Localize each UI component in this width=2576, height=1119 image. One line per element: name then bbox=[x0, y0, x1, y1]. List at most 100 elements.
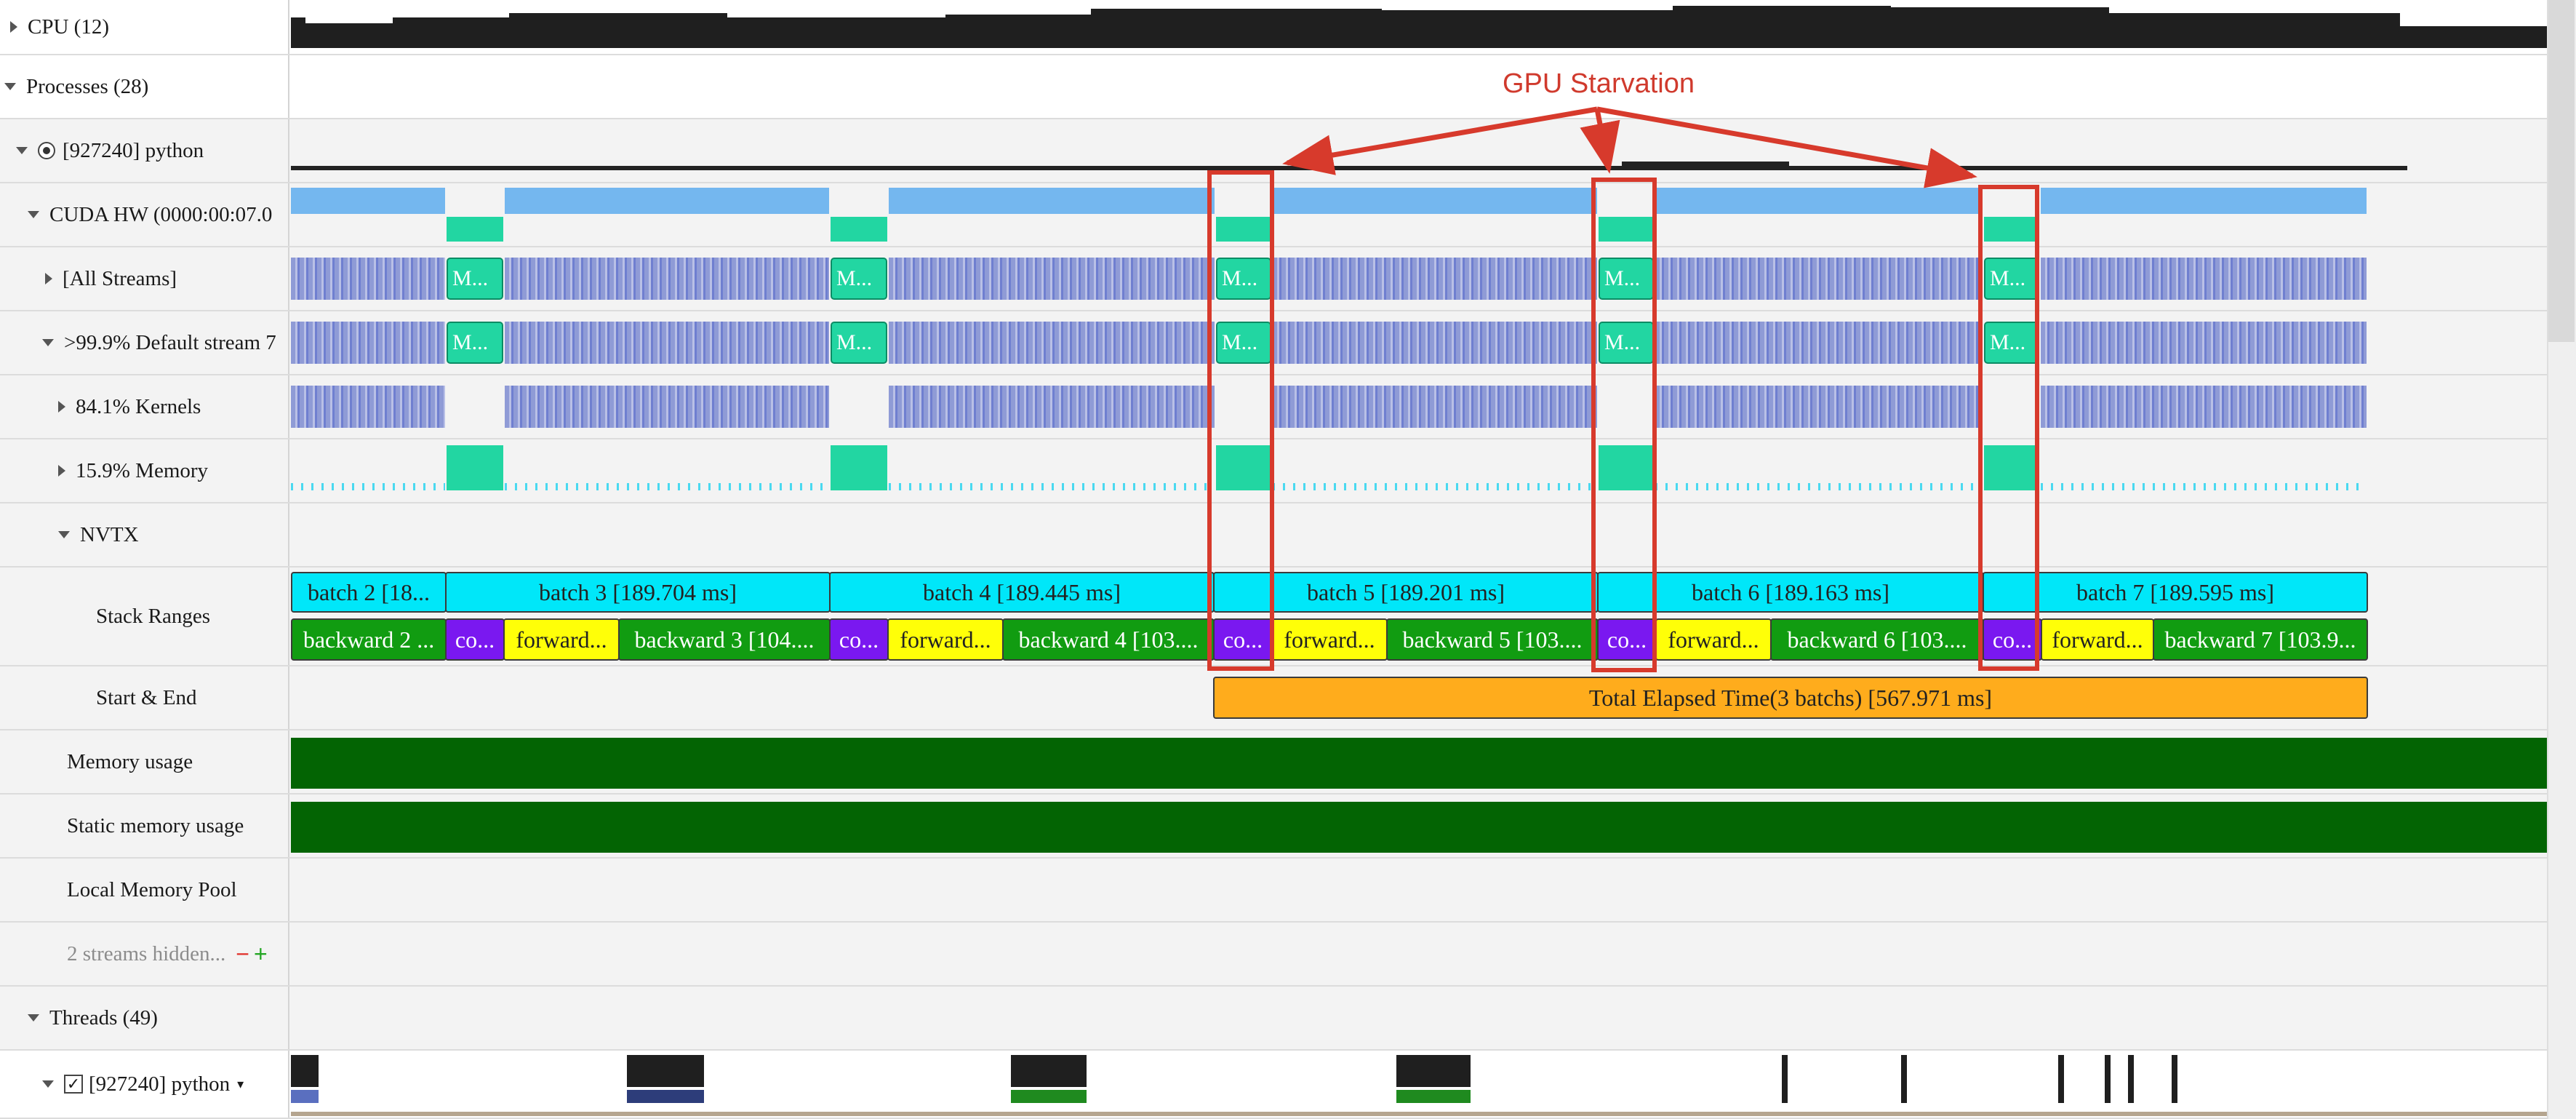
nvtx-backward-range[interactable]: backward 6 [103.... bbox=[1770, 618, 1984, 661]
all-streams-label-text: [All Streams] bbox=[63, 266, 177, 290]
cuda-hw-row: CUDA HW (0000:00:07.0 bbox=[0, 183, 2576, 247]
python-thread-track[interactable] bbox=[291, 1051, 2547, 1118]
python-thread-label[interactable]: ✓ [927240] python ▾ bbox=[0, 1051, 289, 1118]
memcpy-chip[interactable]: M... bbox=[447, 322, 503, 364]
memory-usage-label-text: Memory usage bbox=[67, 749, 193, 773]
kernel-stripes bbox=[889, 258, 1215, 300]
nvtx-batch-range[interactable]: batch 6 [189.163 ms] bbox=[1597, 572, 1984, 613]
processes-row: Processes (28) bbox=[0, 55, 2576, 119]
nvtx-backward-range[interactable]: backward 4 [103.... bbox=[1002, 618, 1215, 661]
kernels-track[interactable] bbox=[291, 375, 2547, 438]
thread-menu-caret-icon[interactable]: ▾ bbox=[237, 1076, 244, 1091]
expand-arrow-icon[interactable] bbox=[58, 401, 65, 413]
python-thread-label-text: [927240] python bbox=[89, 1072, 231, 1096]
thread-checkbox-icon[interactable]: ✓ bbox=[64, 1075, 83, 1094]
nvtx-backward-range[interactable]: backward 7 [103.9... bbox=[2153, 618, 2368, 661]
gpu-starvation-box bbox=[1591, 178, 1657, 672]
default-stream-label[interactable]: >99.9% Default stream 7 bbox=[0, 311, 289, 374]
kernels-label[interactable]: 84.1% Kernels bbox=[0, 375, 289, 438]
cuda-hw-label[interactable]: CUDA HW (0000:00:07.0 bbox=[0, 183, 289, 246]
processes-label[interactable]: Processes (28) bbox=[0, 55, 289, 118]
start-end-track[interactable]: Total Elapsed Time(3 batchs) [567.971 ms… bbox=[291, 666, 2547, 729]
static-memory-usage-bar bbox=[291, 802, 2547, 853]
memcpy-chip[interactable]: M... bbox=[1216, 322, 1271, 364]
nvtx-forward-range[interactable]: forward... bbox=[1271, 618, 1388, 661]
memcpy-chip[interactable]: M... bbox=[1984, 322, 2039, 364]
memcpy-chip[interactable]: M... bbox=[1984, 258, 2039, 300]
nvtx-batch-range[interactable]: batch 5 [189.201 ms] bbox=[1213, 572, 1599, 613]
threads-label[interactable]: Threads (49) bbox=[0, 987, 289, 1049]
expand-arrow-icon[interactable] bbox=[10, 21, 17, 33]
memcpy-block bbox=[831, 445, 887, 490]
show-stream-plus-icon[interactable]: + bbox=[253, 940, 268, 967]
memory-label[interactable]: 15.9% Memory bbox=[0, 439, 289, 502]
total-elapsed-range[interactable]: Total Elapsed Time(3 batchs) [567.971 ms… bbox=[1213, 677, 2368, 719]
cuda-hw-activity bbox=[889, 188, 1215, 214]
kernel-stripes bbox=[2041, 258, 2367, 300]
threads-label-text: Threads (49) bbox=[49, 1005, 158, 1030]
cuda-hw-activity bbox=[291, 188, 445, 214]
memcpy-block bbox=[1216, 445, 1271, 490]
collapse-arrow-icon[interactable] bbox=[42, 1080, 54, 1088]
cuda-hw-memcpy bbox=[1216, 217, 1271, 242]
memcpy-chip[interactable]: M... bbox=[1599, 322, 1654, 364]
nvtx-backward-range[interactable]: backward 2 ... bbox=[291, 618, 447, 661]
nvtx-forward-range[interactable]: forward... bbox=[887, 618, 1004, 661]
default-stream-track[interactable]: M... M... M... M... M... bbox=[291, 311, 2547, 374]
memcpy-chip[interactable]: M... bbox=[447, 258, 503, 300]
expand-arrow-icon[interactable] bbox=[45, 273, 52, 284]
memory-usage-track[interactable] bbox=[291, 730, 2547, 793]
nvtx-batch-range[interactable]: batch 3 [189.704 ms] bbox=[445, 572, 831, 613]
static-memory-usage-label: Static memory usage bbox=[0, 795, 289, 857]
collapse-arrow-icon[interactable] bbox=[28, 1014, 39, 1022]
nvtx-co-range[interactable]: co... bbox=[829, 618, 889, 661]
all-streams-track[interactable]: M... M... M... M... M... bbox=[291, 247, 2547, 310]
python-process-label[interactable]: [927240] python bbox=[0, 119, 289, 182]
collapse-arrow-icon[interactable] bbox=[4, 83, 16, 90]
memcpy-chip[interactable]: M... bbox=[831, 322, 887, 364]
collapse-arrow-icon[interactable] bbox=[16, 147, 28, 154]
memcpy-chip[interactable]: M... bbox=[831, 258, 887, 300]
nvtx-batch-range[interactable]: batch 7 [189.595 ms] bbox=[1983, 572, 2368, 613]
thread-activity bbox=[627, 1055, 704, 1087]
kernel-stripes bbox=[505, 386, 829, 428]
collapse-arrow-icon[interactable] bbox=[42, 339, 54, 346]
all-streams-label[interactable]: [All Streams] bbox=[0, 247, 289, 310]
process-select-radio-icon[interactable] bbox=[38, 142, 55, 159]
cpu-usage-graph bbox=[291, 6, 2547, 48]
cpu-label[interactable]: CPU (12) bbox=[0, 0, 289, 54]
cpu-track[interactable] bbox=[291, 0, 2547, 54]
nvtx-co-range[interactable]: co... bbox=[445, 618, 505, 661]
gpu-starvation-box bbox=[1207, 170, 1274, 671]
nvtx-co-range[interactable]: co... bbox=[1213, 618, 1273, 661]
threads-row: Threads (49) bbox=[0, 987, 2576, 1051]
python-process-track[interactable] bbox=[291, 119, 2547, 182]
kernel-stripes bbox=[291, 322, 445, 364]
kernel-stripes bbox=[505, 322, 829, 364]
vertical-scrollbar-thumb[interactable] bbox=[2548, 0, 2575, 342]
cuda-hw-label-text: CUDA HW (0000:00:07.0 bbox=[49, 202, 273, 226]
nvtx-backward-range[interactable]: backward 5 [103.... bbox=[1386, 618, 1599, 661]
kernels-label-text: 84.1% Kernels bbox=[76, 394, 201, 418]
memcpy-chip[interactable]: M... bbox=[1599, 258, 1654, 300]
nvtx-forward-range[interactable]: forward... bbox=[503, 618, 620, 661]
collapse-arrow-icon[interactable] bbox=[58, 531, 70, 538]
nvtx-batch-range[interactable]: batch 4 [189.445 ms] bbox=[829, 572, 1215, 613]
thread-activity bbox=[1011, 1055, 1087, 1087]
nvtx-batch-range[interactable]: batch 2 [18... bbox=[291, 572, 447, 613]
collapse-arrow-icon[interactable] bbox=[28, 211, 39, 218]
thread-activity bbox=[2058, 1055, 2064, 1103]
nvtx-forward-range[interactable]: forward... bbox=[2041, 618, 2154, 661]
nvtx-backward-range[interactable]: backward 3 [104.... bbox=[618, 618, 831, 661]
nvtx-forward-range[interactable]: forward... bbox=[1655, 618, 1772, 661]
python-process-row: [927240] python bbox=[0, 119, 2576, 183]
static-memory-usage-track[interactable] bbox=[291, 795, 2547, 857]
memory-track[interactable] bbox=[291, 439, 2547, 502]
cuda-hw-track[interactable] bbox=[291, 183, 2547, 246]
thread-activity-sub bbox=[1396, 1090, 1471, 1103]
expand-arrow-icon[interactable] bbox=[58, 465, 65, 477]
default-stream-row: >99.9% Default stream 7 M... M... M... M… bbox=[0, 311, 2576, 375]
hide-stream-minus-icon[interactable]: − bbox=[236, 940, 249, 967]
nvtx-label[interactable]: NVTX bbox=[0, 503, 289, 566]
stack-ranges-track[interactable]: batch 2 [18... batch 3 [189.704 ms] batc… bbox=[291, 568, 2547, 665]
